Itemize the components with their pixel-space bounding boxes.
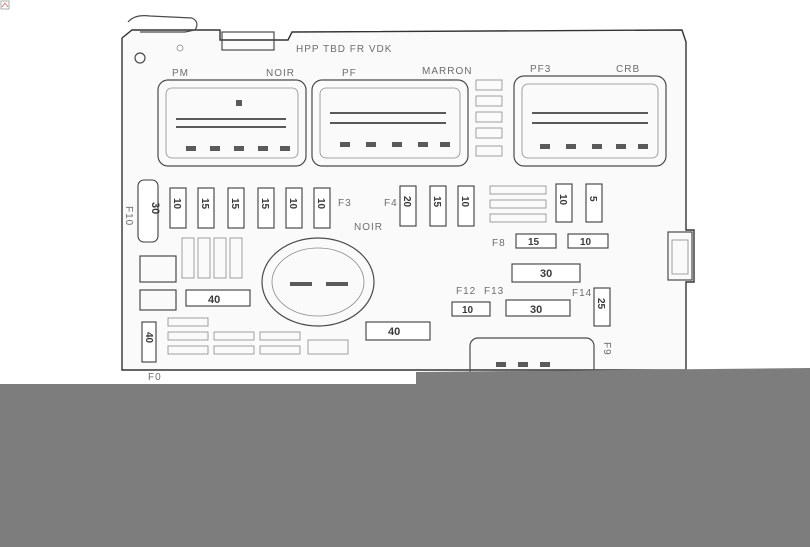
fuse-row1b-1: 15 <box>431 196 442 208</box>
label-pf3: PF3 <box>530 64 551 75</box>
fuse-left-30-label: 30 <box>149 202 161 214</box>
label-crb: CRB <box>616 64 640 75</box>
connector-pf3 <box>513 75 667 167</box>
fuse-r2: 15 10 <box>515 233 609 249</box>
label-f14: F14 <box>572 288 592 299</box>
fuse-row1-0: 10 <box>171 198 182 210</box>
label-noir: NOIR <box>266 68 295 79</box>
broken-image-icon <box>0 0 10 10</box>
fuse-left-40: 40 <box>185 289 251 307</box>
fuse-maxi-40: 40 <box>365 321 431 341</box>
label-f4: F4 <box>384 198 398 209</box>
label-f12: F12 <box>456 286 476 297</box>
fuse-left-40-label: 40 <box>208 294 220 306</box>
fuse-mid-10: 10 <box>451 301 491 317</box>
header-label: HPP TBD FR VDK <box>296 44 392 55</box>
label-f0: F0 <box>148 372 162 383</box>
fuse-maxi-40-label: 40 <box>388 326 400 338</box>
fuse-right-pair-0: 10 <box>557 194 568 206</box>
relay-slots <box>475 79 503 157</box>
fuse-small-40-label: 40 <box>143 332 154 344</box>
label-pf: PF <box>342 68 357 79</box>
fuse-row1b-2: 10 <box>459 196 470 208</box>
label-f13: F13 <box>484 286 504 297</box>
fuse-mid-10-label: 10 <box>462 305 474 316</box>
blade-slots <box>489 185 547 223</box>
fuse-row-1b: 20 15 10 <box>399 185 475 227</box>
connector-pf <box>311 79 469 167</box>
relay-socket-center <box>261 237 375 327</box>
occlusion-block <box>0 368 810 547</box>
label-marron: MARRON <box>422 66 472 77</box>
connector-pm <box>157 79 307 167</box>
label-f10: F10 <box>123 206 134 226</box>
label-pm: PM <box>172 68 189 79</box>
relay-rows-bottom <box>167 317 349 355</box>
fuse-mid-30: 30 <box>511 263 581 283</box>
label-f9: F9 <box>601 342 612 356</box>
fuse-r2-a: 15 <box>528 237 540 248</box>
fuse-small-40: 40 <box>141 321 157 363</box>
label-f3: F3 <box>338 198 352 209</box>
fuse-right-pair: 10 5 <box>555 183 603 223</box>
fuse-right-pair-1: 5 <box>587 196 598 202</box>
fuse-row1-4: 10 <box>287 198 298 210</box>
fuse-row1-1: 15 <box>199 198 210 210</box>
fuse-row-1: 10 15 15 15 10 10 <box>169 187 331 229</box>
fuse-mid-30b-label: 30 <box>530 304 542 316</box>
fuse-right-25-label: 25 <box>595 298 606 310</box>
label-noir-center: NOIR <box>354 222 383 233</box>
label-f8: F8 <box>492 238 506 249</box>
fuse-mid-30-label: 30 <box>540 268 552 280</box>
relay-bank <box>139 237 243 311</box>
fuse-row1-2: 15 <box>229 198 240 210</box>
fuse-left-30: 30 <box>137 179 161 243</box>
fuse-mid-30b: 30 <box>505 299 571 317</box>
fuse-right-25: 25 <box>593 287 611 327</box>
fuse-r2-b: 10 <box>580 237 592 248</box>
fuse-row1-5: 10 <box>315 198 326 210</box>
fuse-row1-3: 15 <box>259 198 270 210</box>
fuse-row1b-0: 20 <box>401 196 412 208</box>
